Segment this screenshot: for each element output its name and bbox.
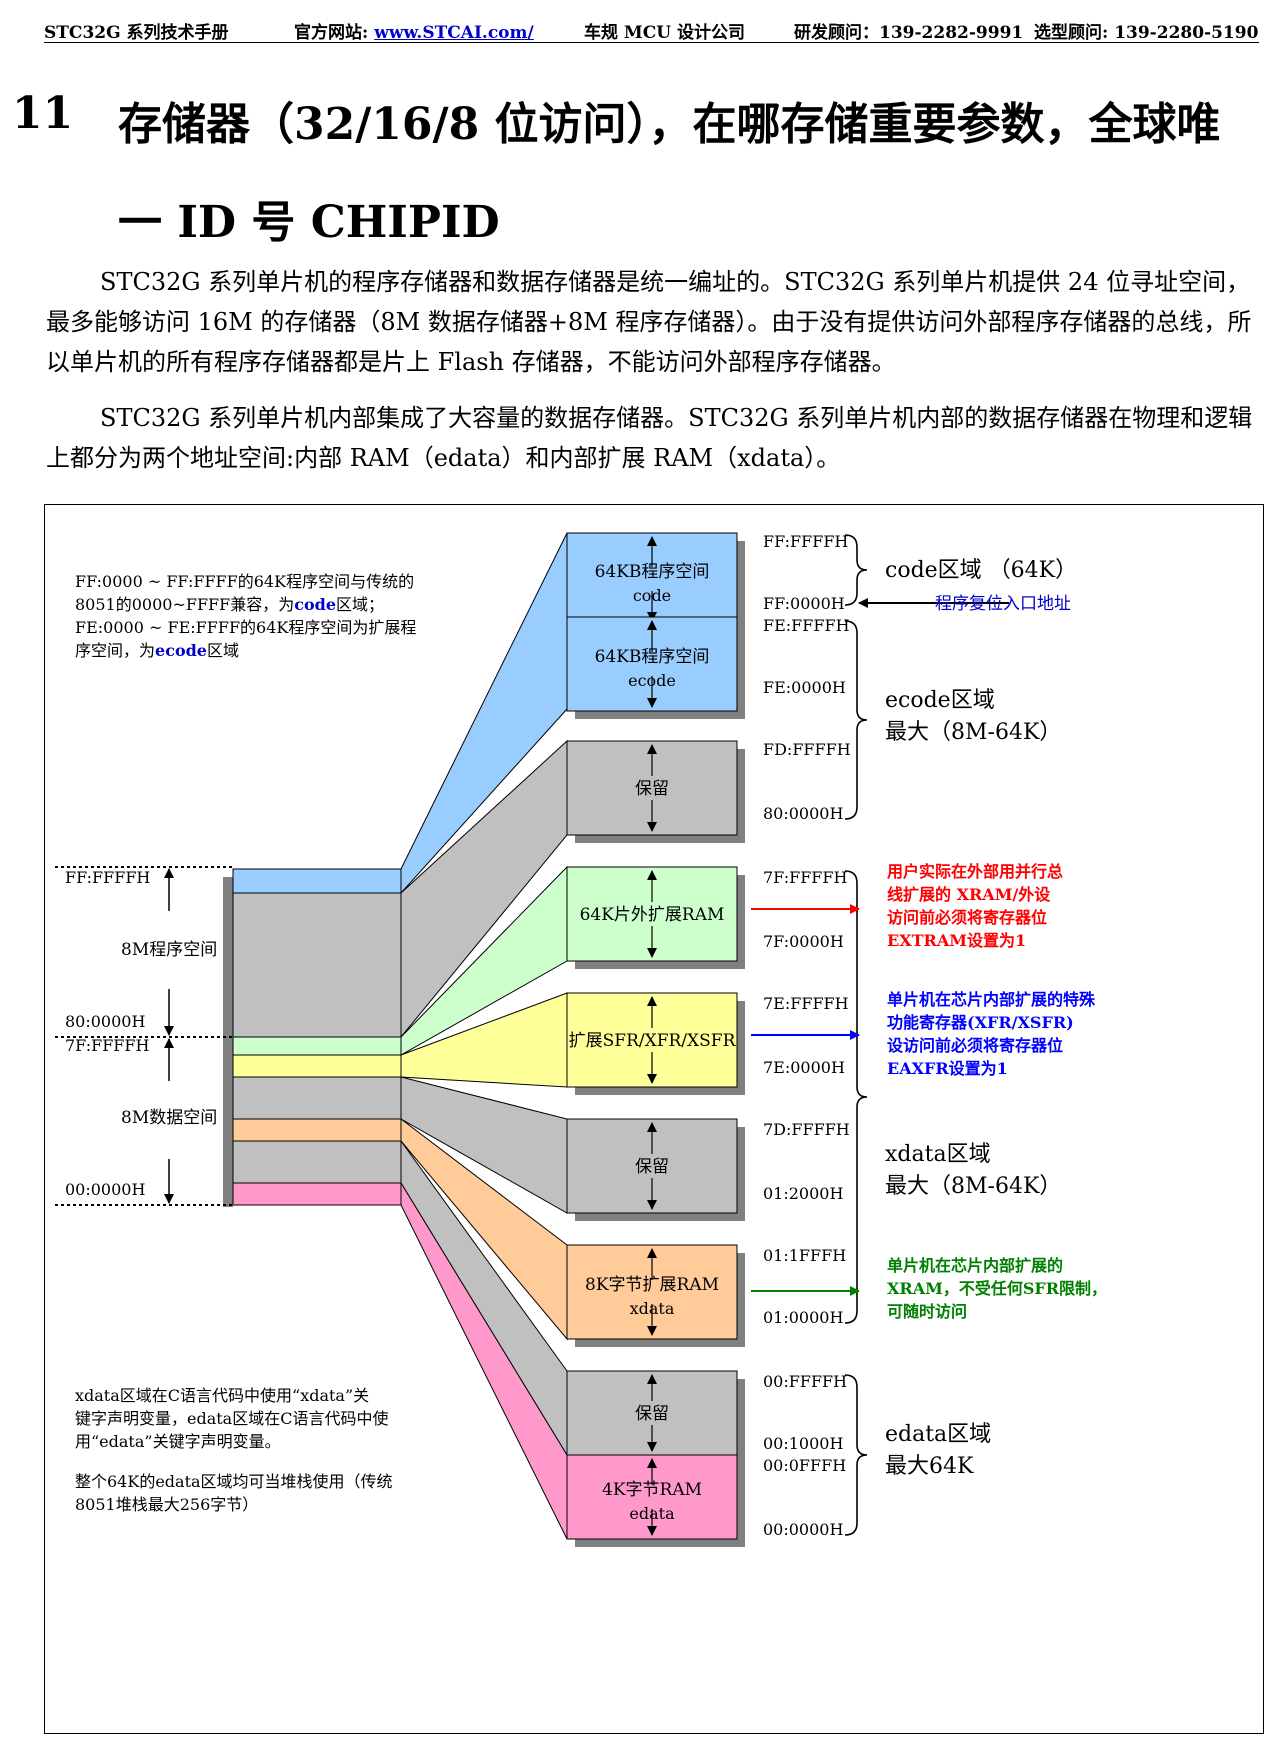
section-title-line1: 存储器（32/16/8 位访问），在哪存储重要参数，全球唯	[118, 99, 1221, 150]
green-note-line-2: 可随时访问	[887, 1302, 967, 1321]
block-label-3: 64K片外扩展RAM	[580, 905, 725, 925]
site-label: 官方网站: www.STCAI.com/	[294, 18, 534, 43]
block-label-2: 保留	[635, 779, 669, 799]
note-top-line-2: FE:0000 ~ FE:FFFF的64K程序空间为扩展程	[75, 618, 416, 637]
blue-note-line-0: 单片机在芯片内部扩展的特殊	[887, 990, 1096, 1009]
block-label-1: 64KB程序空间	[595, 647, 710, 667]
memory-map-diagram: 64KB程序空间 code 64KB程序空间 ecode 保留 64K片外扩展RAM 扩展S…	[44, 504, 1264, 1734]
paragraph-2-text: STC32G 系列单片机内部集成了大容量的数据存储器。STC32G 系列单片机内…	[46, 404, 1253, 472]
left-stack-segment-3	[232, 1054, 402, 1078]
note-top-line-3: 序空间，为ecode区域	[75, 641, 239, 660]
left-label-program-space: 8M程序空间	[121, 940, 217, 960]
note-top-line-0: FF:0000 ~ FF:FFFF的64K程序空间与传统的	[75, 572, 414, 591]
blue-note-line-2: 设访问前必须将寄存器位	[887, 1036, 1063, 1055]
block-label-7: 保留	[635, 1404, 669, 1424]
address-label-3: FE:0000H	[763, 678, 846, 697]
block-label-5: 保留	[635, 1157, 669, 1177]
company-label: 车规 MCU 设计公司	[584, 23, 746, 43]
block-sublabel-1: ecode	[628, 671, 676, 690]
rd-contact: 研发顾问：139-2282-9991	[794, 23, 1024, 43]
block-label-0: 64KB程序空间	[595, 562, 710, 582]
brace-edata	[844, 1374, 868, 1536]
note-bottom-line-0: xdata区域在C语言代码中使用“xdata”关	[75, 1386, 369, 1405]
left-stack-shadow	[223, 877, 233, 1207]
address-label-0: FF:FFFFH	[763, 532, 848, 551]
paragraph-1-text: STC32G 系列单片机的程序存储器和数据存储器是统一编址的。STC32G 系列…	[46, 268, 1252, 376]
left-label-data-space: 8M数据空间	[121, 1108, 217, 1128]
left-label-800000: 80:0000H	[65, 1012, 145, 1031]
page-header: STC32G 系列技术手册 官方网站: www.STCAI.com/ 车规 MC…	[44, 16, 1259, 43]
red-note-line-0: 用户实际在外部用并行总	[887, 862, 1063, 881]
section-number: 11	[12, 88, 74, 139]
left-stack-segment-4	[232, 1076, 402, 1120]
left-stack-segment-1	[232, 892, 402, 1038]
manual-title: STC32G 系列技术手册	[44, 23, 229, 43]
reset-label: 程序复位入口地址	[935, 594, 1071, 614]
block-label-8: 4K字节RAM	[602, 1480, 702, 1500]
address-label-7: 7F:0000H	[763, 932, 844, 951]
green-note-line-1: XRAM，不受任何SFR限制，	[887, 1279, 1107, 1298]
left-label-000000: 00:0000H	[65, 1180, 145, 1199]
address-label-8: 7E:FFFFH	[763, 994, 849, 1013]
address-label-5: 80:0000H	[763, 804, 843, 823]
region-edata-name: edata区域	[885, 1422, 991, 1447]
blue-note-line-3: EAXFR设置为1	[887, 1059, 1008, 1078]
address-label-10: 7D:FFFFH	[763, 1120, 850, 1139]
site-label-text: 官方网站:	[294, 23, 369, 43]
region-edata-size: 最大64K	[885, 1454, 974, 1479]
block-label-4: 扩展SFR/XFR/XSFR	[569, 1031, 737, 1051]
region-ecode-name: ecode区域	[885, 688, 995, 713]
block-sublabel-0: code	[633, 586, 671, 605]
note-top-code-word: code	[294, 595, 336, 614]
red-note-line-2: 访问前必须将寄存器位	[887, 908, 1047, 927]
brace-xdata	[844, 870, 868, 1324]
brace-code	[844, 534, 868, 606]
region-code: code区域 （64K）	[885, 558, 1077, 583]
block-label-6: 8K字节扩展RAM	[585, 1275, 719, 1295]
paragraph-1: STC32G 系列单片机的程序存储器和数据存储器是统一编址的。STC32G 系列…	[46, 262, 1261, 382]
address-label-9: 7E:0000H	[763, 1058, 845, 1077]
address-label-17: 00:0000H	[763, 1520, 843, 1539]
sel-contact: 选型顾问: 139-2280-5190	[1034, 23, 1259, 43]
note-bottom-line-3: 整个64K的edata区域均可当堆栈使用（传统	[75, 1472, 393, 1491]
block-sublabel-6: xdata	[630, 1299, 675, 1318]
address-label-11: 01:2000H	[763, 1184, 843, 1203]
left-stack-segment-7	[232, 1182, 402, 1206]
address-label-12: 01:1FFFH	[763, 1246, 846, 1265]
note-top-ecode-word: ecode	[155, 641, 207, 660]
address-label-1: FF:0000H	[763, 594, 845, 613]
note-top-code-suffix: 区域；	[336, 595, 384, 614]
address-label-15: 00:1000H	[763, 1434, 843, 1453]
block-sublabel-8: edata	[629, 1504, 675, 1523]
note-bottom-line-1: 键字声明变量，edata区域在C语言代码中使	[75, 1409, 388, 1428]
left-label-ffffff: FF:FFFFH	[65, 868, 150, 887]
red-note-line-1: 线扩展的 XRAM/外设	[887, 885, 1051, 904]
green-note-line-0: 单片机在芯片内部扩展的	[887, 1256, 1063, 1275]
site-link[interactable]: www.STCAI.com/	[374, 23, 534, 43]
address-label-4: FD:FFFFH	[763, 740, 851, 759]
note-top-line-1: 8051的0000~FFFF兼容，为code区域；	[75, 595, 384, 614]
note-top-ecode-suffix: 区域	[207, 641, 239, 660]
region-xdata-size: 最大（8M-64K）	[885, 1174, 1061, 1199]
note-bottom-line-4: 8051堆栈最大256字节）	[75, 1495, 258, 1514]
address-label-14: 00:FFFFH	[763, 1372, 847, 1391]
left-stack-segment-2	[232, 1036, 402, 1056]
region-xdata-name: xdata区域	[885, 1142, 991, 1167]
left-stack-segment-6	[232, 1140, 402, 1184]
left-label-7fffff: 7F:FFFFH	[65, 1036, 150, 1055]
paragraph-2: STC32G 系列单片机内部集成了大容量的数据存储器。STC32G 系列单片机内…	[46, 398, 1261, 478]
memory-map-svg: 64KB程序空间 code 64KB程序空间 ecode 保留 64K片外扩展RAM 扩展S…	[55, 532, 1107, 1547]
address-label-6: 7F:FFFFH	[763, 868, 848, 887]
address-label-13: 01:0000H	[763, 1308, 843, 1327]
red-note-line-3: EXTRAM设置为1	[887, 931, 1026, 950]
region-ecode-size: 最大（8M-64K）	[885, 720, 1061, 745]
left-stack-segment-5	[232, 1118, 402, 1142]
note-bottom-line-2: 用“edata”关键字声明变量。	[75, 1432, 281, 1451]
section-title-line2: 一 ID 号 CHIPID	[118, 197, 500, 248]
address-label-16: 00:0FFFH	[763, 1456, 846, 1475]
address-label-2: FE:FFFFH	[763, 616, 850, 635]
brace-ecode	[844, 620, 868, 820]
left-stack-segment-0	[232, 868, 402, 894]
blue-note-line-1: 功能寄存器(XFR/XSFR)	[887, 1013, 1074, 1032]
